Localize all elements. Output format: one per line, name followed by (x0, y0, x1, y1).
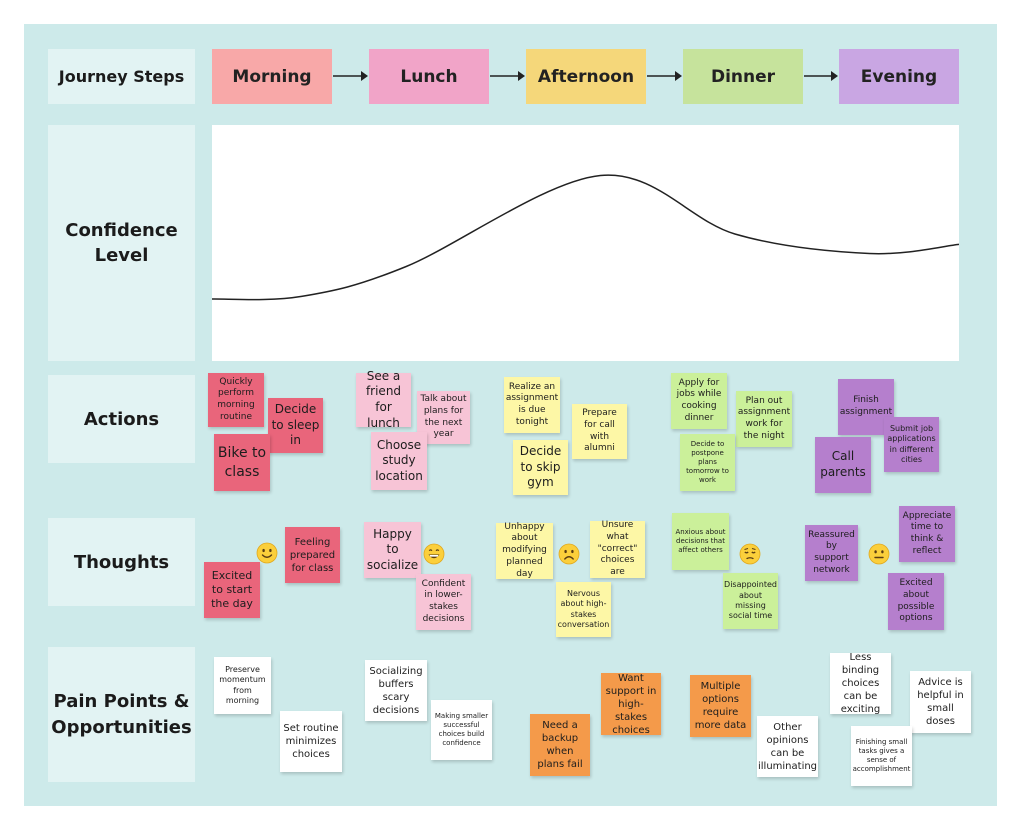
sticky-note-action: Decide to sleep in (268, 398, 323, 453)
slightly-smiling-face-icon (256, 542, 278, 564)
sticky-note-action: See a friend for lunch (356, 369, 411, 430)
sticky-note-pain-point: Need a backup when plans fail (530, 714, 590, 776)
sticky-note-thought: Happy to socialize (364, 522, 421, 578)
sticky-note-action: Decide to skip gym (513, 440, 568, 495)
arrow-right-icon (804, 71, 838, 81)
sticky-note-pain-point: Multiple options require more data (690, 675, 751, 737)
arrow-right-icon (647, 71, 682, 81)
sticky-note-thought: Nervous about high-stakes conversation (556, 582, 611, 637)
sticky-note-thought: Disappointed about missing social time (723, 573, 778, 629)
confidence-curve-chart (211, 174, 960, 301)
sticky-note-pain-point: Less binding choices can be exciting (830, 652, 891, 715)
step-lunch: Lunch (369, 49, 489, 104)
step-evening: Evening (839, 49, 959, 104)
row-label-pain-points: Pain Points & Opportunities (48, 647, 195, 782)
confidence-curve-panel (211, 125, 960, 361)
sticky-note-thought: Unhappy about modifying planned day (496, 522, 553, 579)
row-label-journey-steps: Journey Steps (48, 49, 195, 104)
row-label-thoughts: Thoughts (48, 518, 195, 606)
sticky-note-thought: Feeling prepared for class (285, 527, 340, 583)
sticky-note-action: Finish assignment (838, 379, 894, 435)
step-morning: Morning (212, 49, 332, 104)
sticky-note-thought: Excited about possible options (888, 573, 944, 630)
arrow-right-icon (333, 71, 368, 81)
sticky-note-thought: Excited to start the day (204, 562, 260, 618)
sticky-note-thought: Reassured by support network (805, 525, 858, 581)
step-afternoon: Afternoon (526, 49, 646, 104)
sticky-note-pain-point: Making smaller successful choices build … (431, 700, 492, 760)
sticky-note-pain-point: Other opinions can be illuminating (757, 716, 818, 777)
sticky-note-pain-point: Socializing buffers scary decisions (365, 660, 427, 721)
sticky-note-action: Prepare for call with alumni (572, 404, 627, 459)
sticky-note-action: Choose study location (371, 432, 427, 490)
sticky-note-thought: Anxious about decisions that affect othe… (672, 513, 729, 570)
sticky-note-action: Submit job applications in different cit… (884, 417, 939, 472)
sticky-note-pain-point: Want support in high-stakes choices (601, 673, 661, 736)
neutral-face-icon (868, 543, 890, 565)
confidence-curve-line (211, 174, 960, 301)
grinning-face-icon (423, 543, 445, 565)
sticky-note-action: Plan out assignment work for the night (736, 391, 792, 447)
sticky-note-pain-point: Finishing small tasks gives a sense of a… (851, 726, 912, 786)
pensive-face-icon (739, 543, 761, 565)
row-label-actions: Actions (48, 375, 195, 463)
step-dinner: Dinner (683, 49, 803, 104)
sticky-note-pain-point: Preserve momentum from morning (214, 657, 271, 714)
sticky-note-action: Apply for jobs while cooking dinner (671, 373, 727, 429)
sticky-note-thought: Appreciate time to think & reflect (899, 506, 955, 562)
sticky-note-thought: Confident in lower-stakes decisions (416, 574, 471, 630)
sticky-note-action: Realize an assignment is due tonight (504, 377, 560, 433)
sticky-note-action: Decide to postpone plans tomorrow to wor… (680, 434, 735, 491)
sticky-note-pain-point: Set routine minimizes choices (280, 711, 342, 772)
sticky-note-action: Bike to class (214, 434, 270, 491)
sticky-note-thought: Unsure what "correct" choices are (590, 520, 645, 578)
row-label-confidence-level: Confidence Level (48, 125, 195, 361)
sticky-note-action: Call parents (815, 437, 871, 493)
sticky-note-action: Quickly perform morning routine (208, 373, 264, 427)
sticky-note-pain-point: Advice is helpful in small doses (910, 671, 971, 733)
arrow-right-icon (490, 71, 525, 81)
frowning-face-icon (558, 543, 580, 565)
